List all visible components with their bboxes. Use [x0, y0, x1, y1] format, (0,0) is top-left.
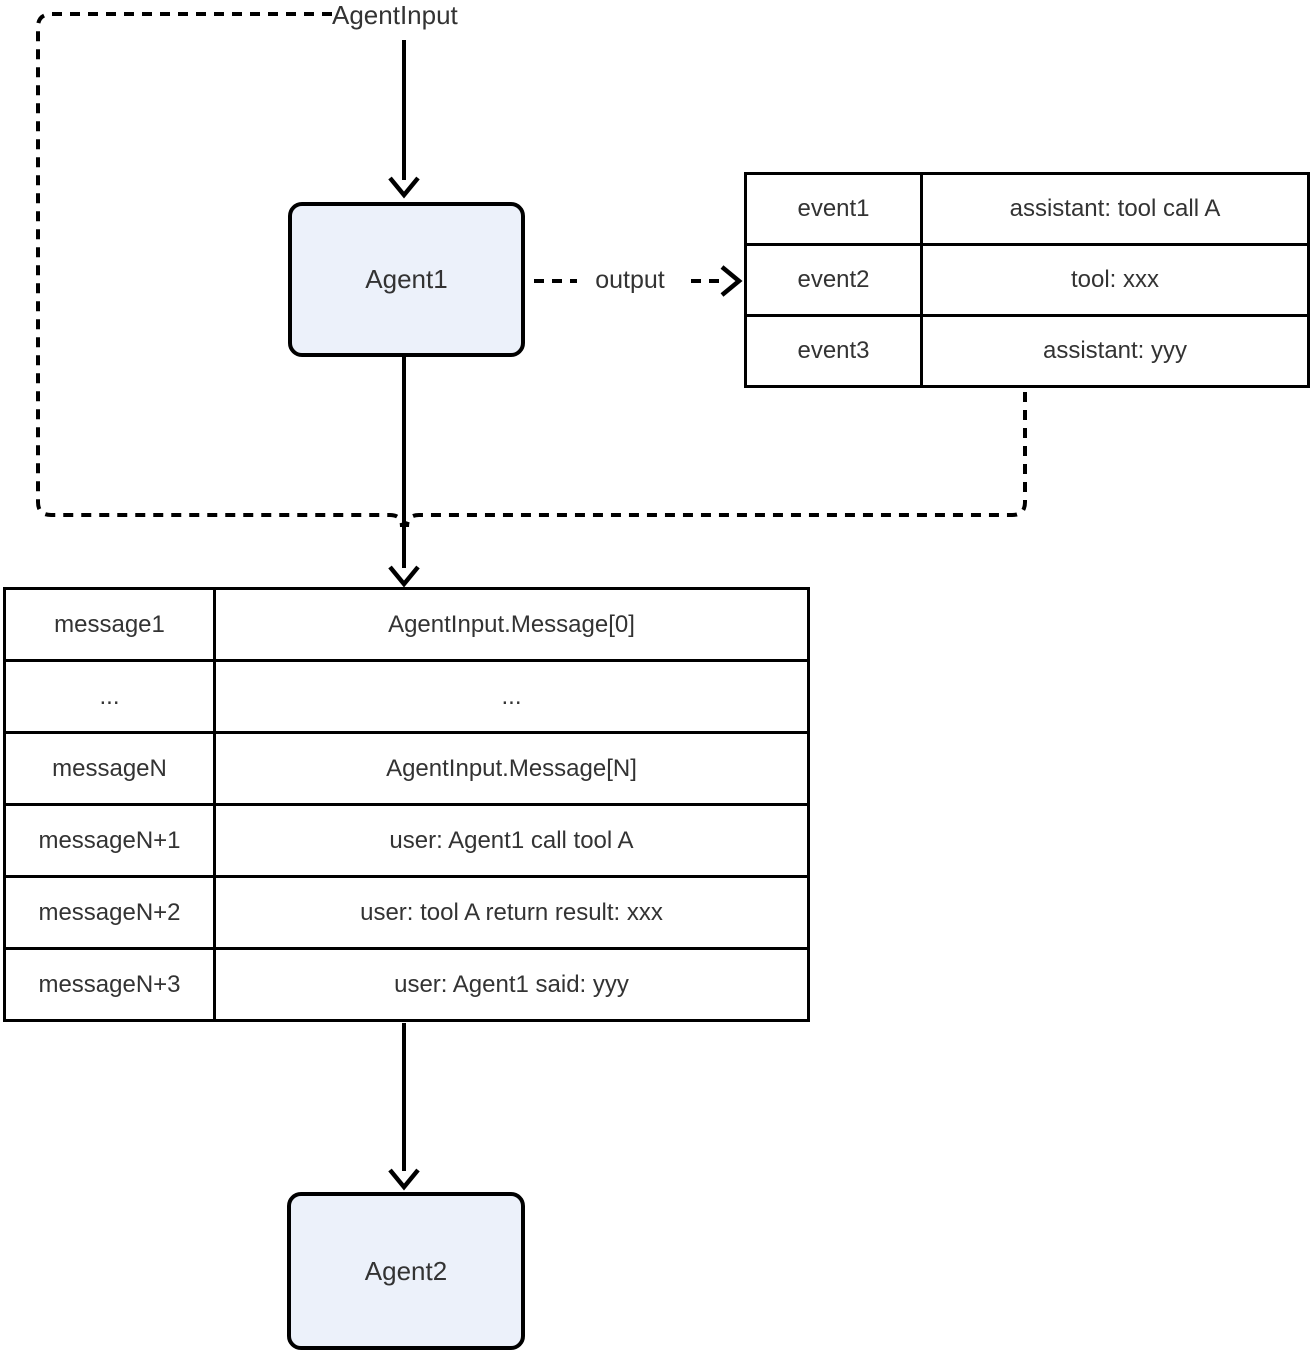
message-value-cell: ... — [213, 659, 810, 734]
message-table: message1 AgentInput.Message[0] ... ... m… — [3, 587, 810, 1022]
event-value-cell: assistant: yyy — [920, 314, 1310, 388]
agent1-node-label: Agent1 — [365, 264, 448, 294]
event-table-row: event1 assistant: tool call A — [744, 172, 1310, 246]
arrowhead-down-icon — [388, 176, 420, 199]
message-table-row: message1 AgentInput.Message[0] — [3, 587, 810, 662]
event-table-row: event2 tool: xxx — [744, 243, 1310, 317]
message-key-cell: messageN+3 — [3, 947, 216, 1022]
agent2-node: Agent2 — [287, 1192, 525, 1350]
message-table-row: messageN+3 user: Agent1 said: yyy — [3, 947, 810, 1022]
event-table-row: event3 assistant: yyy — [744, 314, 1310, 388]
output-edge-label: output — [580, 266, 680, 295]
event-value-cell: assistant: tool call A — [920, 172, 1310, 246]
message-table-row: messageN AgentInput.Message[N] — [3, 731, 810, 806]
message-key-cell: messageN+2 — [3, 875, 216, 950]
agent1-node: Agent1 — [288, 202, 525, 357]
message-table-row: messageN+2 user: tool A return result: x… — [3, 875, 810, 950]
event-key-cell: event2 — [744, 243, 923, 317]
dashed-loop-event-output — [405, 392, 1027, 528]
message-table-row: ... ... — [3, 659, 810, 734]
message-key-cell: messageN+1 — [3, 803, 216, 878]
agent-input-label: AgentInput — [332, 0, 458, 30]
arrowhead-down-icon — [388, 565, 420, 588]
arrowhead-right-icon — [720, 265, 743, 297]
event-value-cell: tool: xxx — [920, 243, 1310, 317]
event-key-cell: event1 — [744, 172, 923, 246]
message-value-cell: user: Agent1 call tool A — [213, 803, 810, 878]
agent2-node-label: Agent2 — [364, 1255, 448, 1286]
message-value-cell: AgentInput.Message[0] — [213, 587, 810, 662]
message-table-row: messageN+1 user: Agent1 call tool A — [3, 803, 810, 878]
message-key-cell: messageN — [3, 731, 216, 806]
message-key-cell: message1 — [3, 587, 216, 662]
message-key-cell: ... — [3, 659, 216, 734]
arrowhead-down-icon — [388, 1168, 420, 1191]
message-value-cell: user: Agent1 said: yyy — [213, 947, 810, 1022]
message-value-cell: user: tool A return result: xxx — [213, 875, 810, 950]
message-value-cell: AgentInput.Message[N] — [213, 731, 810, 806]
event-table: event1 assistant: tool call A event2 too… — [744, 172, 1310, 388]
event-key-cell: event3 — [744, 314, 923, 388]
